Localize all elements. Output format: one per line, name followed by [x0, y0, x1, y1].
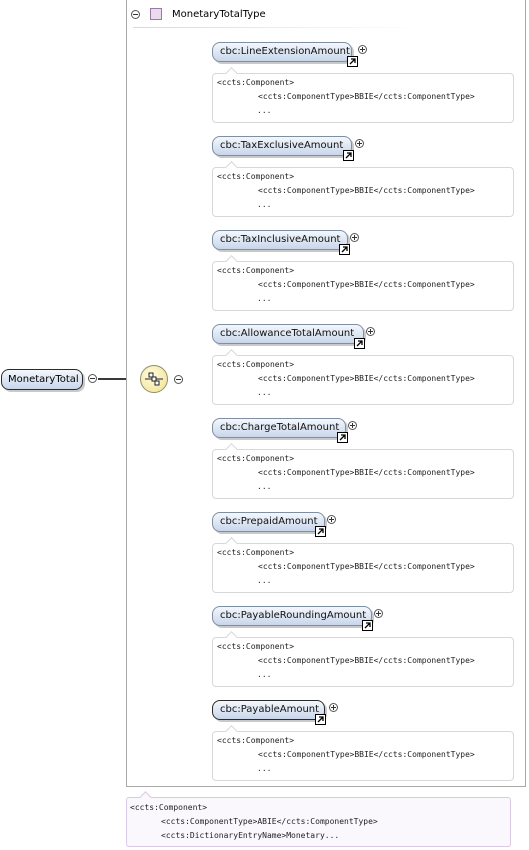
reference-arrow-icon	[354, 338, 365, 349]
reference-arrow-icon	[315, 526, 326, 537]
annotation-line: <ccts:ComponentType>BBIE</ccts:Component…	[258, 468, 475, 477]
annotation-line: ...	[257, 482, 272, 491]
collapse-sequence-toggle-icon[interactable]	[174, 375, 183, 384]
expand-toggle-icon[interactable]	[355, 139, 364, 148]
annotation-box: <ccts:Component> <ccts:ComponentType>BBI…	[212, 443, 514, 499]
annotation-line: <ccts:ComponentType>BBIE</ccts:Component…	[258, 562, 475, 571]
annotation-line: <ccts:ComponentType>BBIE</ccts:Component…	[258, 186, 475, 195]
annotation-box: <ccts:Component> <ccts:ComponentType>BBI…	[212, 725, 514, 781]
annotation-line: ...	[257, 106, 272, 115]
annotation-line: <ccts:ComponentType>BBIE</ccts:Component…	[258, 92, 475, 101]
complex-type-icon	[150, 8, 162, 20]
annotation-box: <ccts:Component> <ccts:ComponentType>BBI…	[212, 255, 514, 311]
collapse-type-toggle-icon[interactable]	[131, 10, 140, 19]
root-element-monetary-total[interactable]: MonetaryTotal	[1, 369, 83, 390]
expand-toggle-icon[interactable]	[366, 327, 375, 336]
annotation-line: <ccts:ComponentType>BBIE</ccts:Component…	[258, 374, 475, 383]
annotation-line: <ccts:Component>	[217, 736, 295, 745]
annotation-line: ...	[257, 200, 272, 209]
element-charge-total-amount[interactable]: cbc:ChargeTotalAmount	[212, 418, 346, 438]
annotation-line: <ccts:Component>	[217, 78, 295, 87]
expand-toggle-icon[interactable]	[348, 421, 357, 430]
annotation-line: ...	[257, 388, 272, 397]
annotation-line: <ccts:Component>	[217, 360, 295, 369]
annotation-line: <ccts:ComponentType>ABIE</ccts:Component…	[161, 817, 378, 826]
reference-arrow-icon	[343, 150, 354, 161]
annotation-box: <ccts:Component> <ccts:ComponentType>BBI…	[212, 67, 514, 123]
reference-arrow-icon	[347, 56, 358, 67]
annotation-box: <ccts:Component> <ccts:ComponentType>BBI…	[212, 349, 514, 405]
annotation-line: <ccts:ComponentType>BBIE</ccts:Component…	[258, 280, 475, 289]
type-annotation-box: <ccts:Component> <ccts:ComponentType>ABI…	[126, 791, 511, 847]
annotation-line: <ccts:Component>	[217, 172, 295, 181]
element-prepaid-amount[interactable]: cbc:PrepaidAmount	[212, 512, 325, 532]
element-tax-exclusive-amount[interactable]: cbc:TaxExclusiveAmount	[212, 136, 352, 156]
expand-toggle-icon[interactable]	[374, 609, 383, 618]
annotation-line: <ccts:Component>	[217, 454, 295, 463]
sequence-compositor-icon[interactable]	[140, 365, 168, 393]
collapse-root-toggle-icon[interactable]	[88, 374, 97, 383]
annotation-line: <ccts:ComponentType>BBIE</ccts:Component…	[258, 750, 475, 759]
annotation-line: <ccts:Component>	[130, 803, 208, 812]
expand-toggle-icon[interactable]	[350, 233, 359, 242]
annotation-line: ...	[257, 576, 272, 585]
annotation-line: ...	[257, 764, 272, 773]
annotation-box: <ccts:Component> <ccts:ComponentType>BBI…	[212, 161, 514, 217]
expand-toggle-icon[interactable]	[358, 45, 367, 54]
element-payable-rounding-amount[interactable]: cbc:PayableRoundingAmount	[212, 606, 372, 626]
expand-toggle-icon[interactable]	[327, 515, 336, 524]
element-line-extension-amount[interactable]: cbc:LineExtensionAmount	[212, 42, 352, 62]
element-allowance-total-amount[interactable]: cbc:AllowanceTotalAmount	[212, 324, 364, 344]
element-payable-amount[interactable]: cbc:PayableAmount	[212, 700, 325, 720]
element-tax-inclusive-amount[interactable]: cbc:TaxInclusiveAmount	[212, 230, 348, 250]
annotation-line: <ccts:Component>	[217, 266, 295, 275]
annotation-box: <ccts:Component> <ccts:ComponentType>BBI…	[212, 537, 514, 593]
annotation-line: ...	[257, 294, 272, 303]
annotation-line: ...	[257, 670, 272, 679]
title-divider	[133, 27, 423, 28]
annotation-line: <ccts:Component>	[217, 548, 295, 557]
annotation-line: <ccts:ComponentType>BBIE</ccts:Component…	[258, 656, 475, 665]
reference-arrow-icon	[339, 244, 350, 255]
type-title: MonetaryTotalType	[172, 9, 266, 20]
reference-arrow-icon	[337, 432, 348, 443]
reference-arrow-icon	[315, 714, 326, 725]
annotation-line: <ccts:DictionaryEntryName>Monetary...	[161, 831, 340, 840]
reference-arrow-icon	[362, 620, 373, 631]
annotation-box: <ccts:Component> <ccts:ComponentType>BBI…	[212, 631, 514, 687]
expand-toggle-icon[interactable]	[329, 703, 338, 712]
annotation-line: <ccts:Component>	[217, 642, 295, 651]
